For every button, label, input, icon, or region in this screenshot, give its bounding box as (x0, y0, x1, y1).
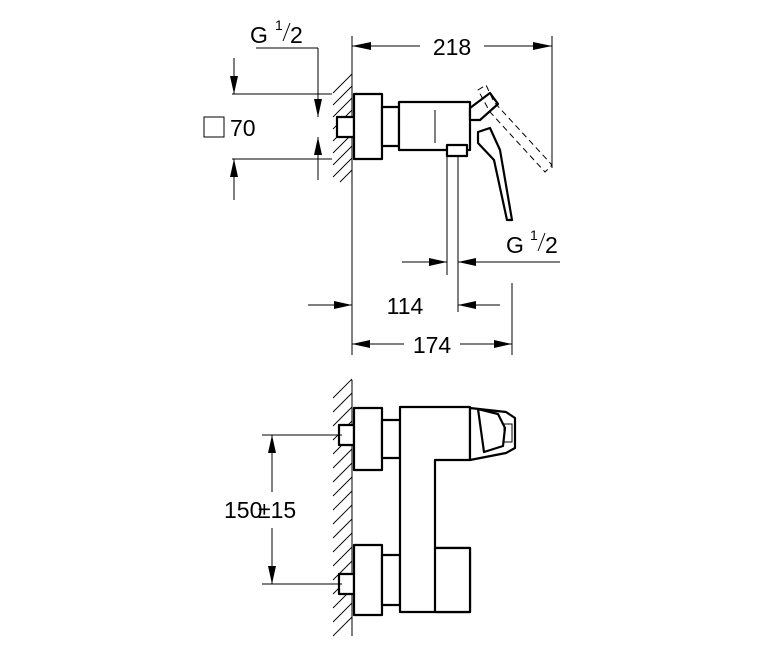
dim-depth-174-label: 174 (413, 332, 452, 358)
wall-front (332, 378, 353, 637)
dim-depth-114-label: 114 (387, 293, 424, 319)
dim-spacing-value: 150 (224, 497, 262, 523)
thread-right-label: G 1 2 (402, 156, 560, 312)
front-view: 150 ±15 (224, 378, 517, 637)
dim-width-label: 218 (433, 34, 471, 60)
faucet-body-top (352, 91, 514, 222)
top-view: 218 G 1 2 70 G 1 (203, 17, 560, 358)
thread-top-denominator: 2 (290, 22, 303, 48)
thread-top-letter: G (250, 22, 268, 48)
depth-dimensions: 114 174 (308, 180, 513, 358)
connector-upper (337, 406, 402, 472)
dim-spacing-tolerance: ±15 (258, 497, 296, 523)
thread-top-label: G 1 2 (250, 17, 322, 180)
thread-right-numerator: 1 (530, 227, 538, 243)
dim-spacing: 150 ±15 (224, 434, 342, 585)
lower-block-front (433, 546, 472, 614)
square-70-dimension: 70 (203, 58, 332, 200)
connector-lower (337, 543, 402, 617)
thread-top-numerator: 1 (275, 17, 283, 33)
thread-right-denominator: 2 (545, 232, 558, 258)
square-size-label: 70 (230, 115, 256, 141)
lever-front (468, 406, 517, 462)
square-section-icon (203, 116, 225, 138)
dim-width-218: 218 (351, 34, 553, 168)
thread-right-letter: G (506, 232, 524, 258)
wall-pipe-top (335, 115, 356, 139)
